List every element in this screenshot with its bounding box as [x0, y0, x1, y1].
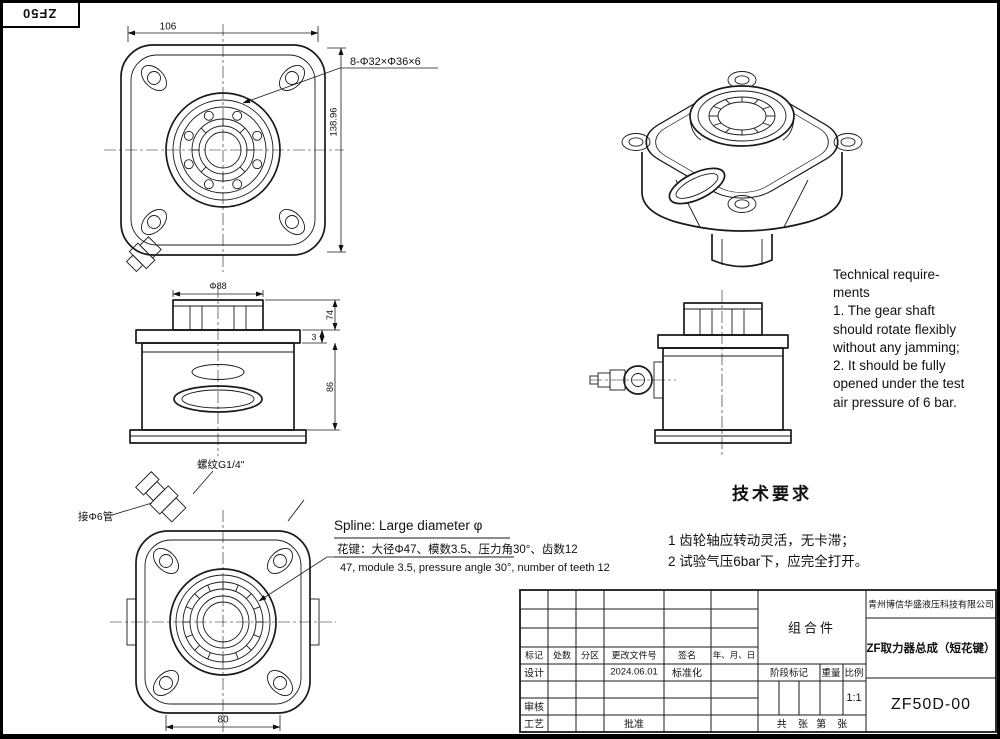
tb-approve-label: 批准 [624, 719, 644, 731]
sheet-corner-code: ZF50 [21, 5, 57, 21]
tb-review-label: 审核 [524, 702, 544, 714]
pipe-note: 接Φ6管 [78, 511, 114, 523]
flange-outline [120, 44, 326, 256]
view-side-right [589, 290, 792, 456]
view-front-top [104, 24, 438, 273]
tb-scale-label: 比例 [844, 668, 864, 679]
dim-flange-thickness: 3 [311, 332, 317, 342]
tb-assembly-type: 组合件 [787, 620, 837, 636]
dim-bolt-spacing: 80 [217, 714, 229, 726]
tb-standardization-label: 标准化 [672, 668, 702, 680]
tb-company-name: 青州博信华盛液压科技有限公司 [867, 599, 995, 610]
oval-cover [668, 167, 726, 205]
sheet-corner-code-box: ZF50 [0, 0, 80, 28]
spline-spec-cn: 花键：大径Φ47、模数3.5、压力角30°、齿数12 [337, 544, 578, 556]
technical-requirements-cn-item1: 1 齿轮轴应转动灵活，无卡滞； [668, 533, 855, 548]
tb-header-count: 处数 [552, 650, 572, 661]
tb-process-label: 工艺 [524, 719, 544, 731]
dim-flange-width: 106 [159, 21, 177, 33]
tb-drawing-number: ZF50D-00 [890, 696, 972, 713]
tb-design-date: 2024.06.01 [610, 666, 658, 678]
spline-boss [169, 568, 277, 676]
view-isometric [621, 71, 863, 268]
technical-requirements-cn-item2: 2 试验气压6bar下，应完全打开。 [668, 554, 869, 569]
tb-weight-label: 重量 [821, 668, 841, 679]
tb-header-signature: 签名 [677, 650, 697, 661]
tb-stage-mark-label: 阶段标记 [769, 668, 809, 679]
corner-fitting [125, 236, 162, 273]
tb-part-name: ZF取力器总成（短花键） [866, 643, 996, 655]
dim-flange-height: 138.96 [328, 107, 340, 137]
tb-header-date: 年、月、日 [712, 650, 756, 660]
spline-bore-note: 8-Φ32×Φ36×6 [350, 56, 421, 68]
view-front-bottom [110, 470, 514, 736]
dim-hub-height: 74 [325, 309, 335, 321]
dim-hub-diameter: Φ88 [209, 281, 227, 291]
tb-header-zone: 分区 [580, 650, 600, 661]
thread-fitting [135, 471, 187, 523]
tb-scale-value: 1:1 [846, 692, 862, 704]
spline-spec-en-1: Spline: Large diameter φ [334, 518, 483, 533]
view-side-left [129, 286, 340, 456]
air-valve-fitting [589, 361, 676, 399]
technical-requirements-cn-title: 技术要求 [732, 484, 812, 504]
center-boss [165, 92, 281, 208]
tb-sheet-info: 共 张 第 张 [776, 719, 848, 731]
title-block-grid [519, 589, 997, 733]
spline-spec-en-2: 47, module 3.5, pressure angle 30°, numb… [340, 562, 610, 574]
thread-note: 螺纹G1/4" [197, 459, 245, 471]
tb-design-label: 设计 [524, 668, 544, 680]
tb-header-change-doc: 更改文件号 [611, 650, 657, 661]
tb-header-mark: 标记 [524, 650, 544, 661]
dim-body-height: 86 [325, 381, 335, 393]
technical-requirements-en: Technical require- ments 1. The gear sha… [833, 267, 965, 410]
